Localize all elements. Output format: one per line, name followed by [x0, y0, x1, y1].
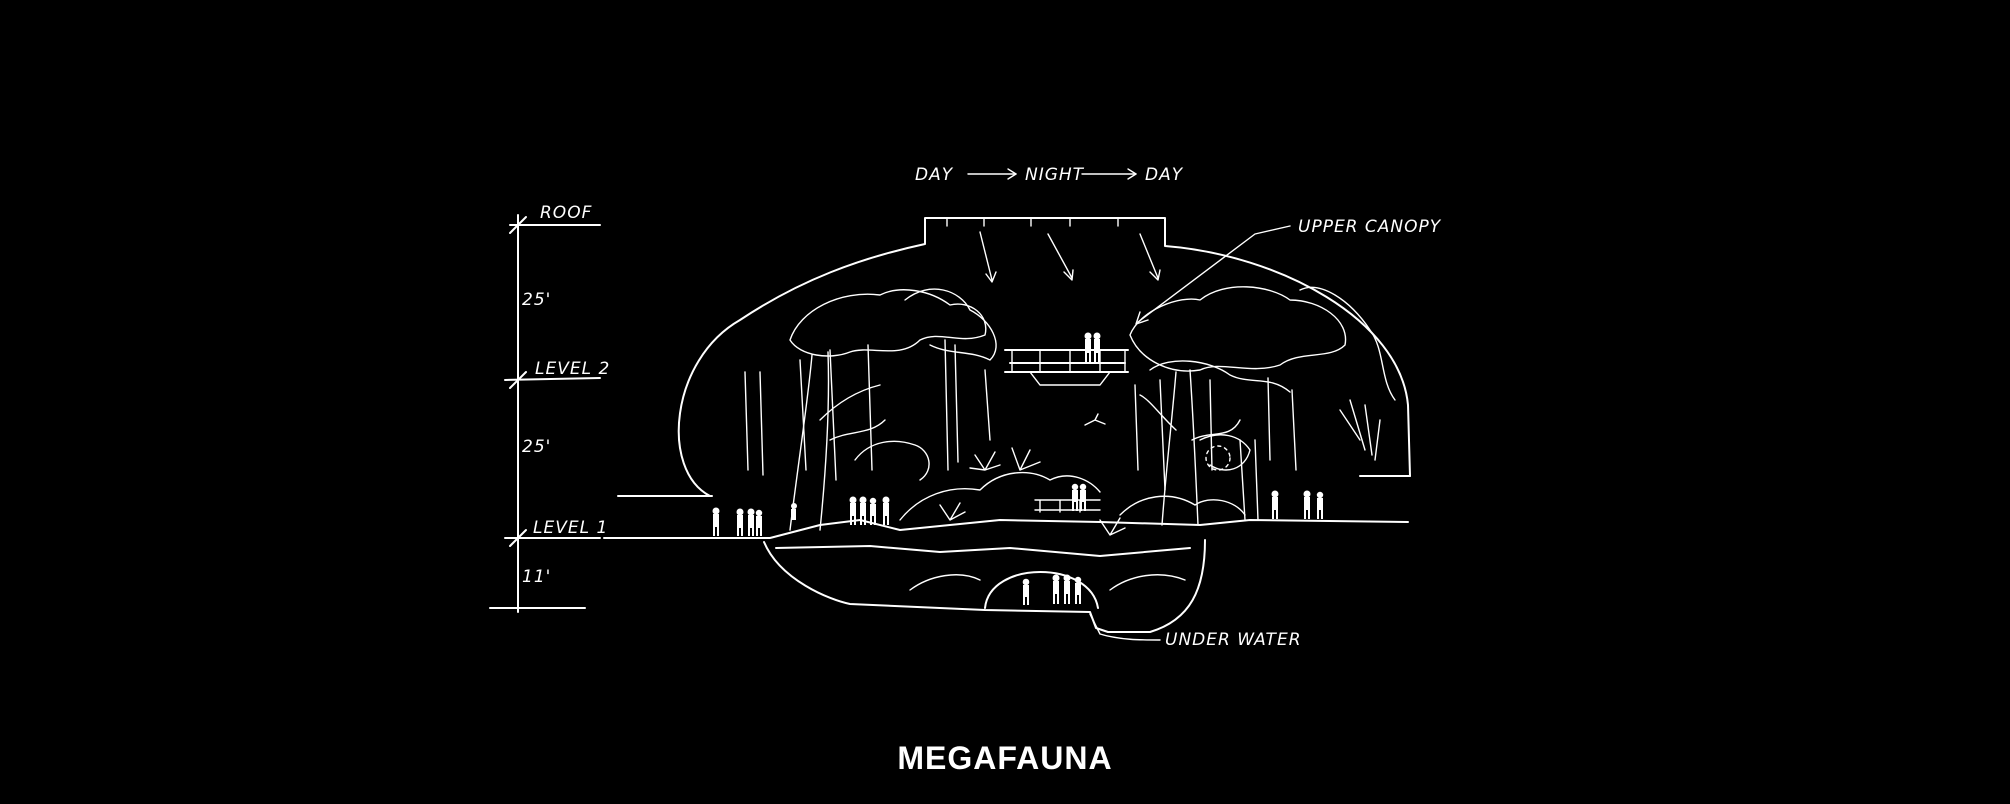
under-water-label: UNDER WATER [1165, 630, 1302, 650]
terrain [854, 399, 1381, 591]
upper-canopy-label: UPPER CANOPY [1298, 217, 1442, 237]
floor-lines [603, 475, 1411, 633]
cycle-day-end: DAY [1145, 165, 1184, 185]
level2-line [504, 377, 601, 381]
people-underwater-tunnel [1022, 574, 1082, 605]
dimension-lower: 11' [522, 567, 551, 587]
cycle-night: NIGHT [1025, 165, 1085, 185]
people-bridge [1084, 332, 1101, 362]
callout-upper-canopy: UPPER CANOPY [1135, 217, 1442, 325]
level1-bridge [1034, 483, 1101, 513]
callout-under-water: UNDER WATER [1089, 613, 1302, 650]
dome-shell [677, 217, 1411, 497]
day-night-cycle: DAY NIGHT DAY [915, 165, 1184, 185]
dimension-upper: 25' [522, 290, 551, 310]
page-title: MEGAFAUNA [897, 740, 1113, 776]
people-level1-right [1271, 490, 1324, 519]
level2-bridge [1004, 332, 1129, 386]
roof-label: ROOF [540, 203, 592, 223]
people-level1-left [712, 496, 890, 536]
level1-label: LEVEL 1 [533, 518, 608, 538]
dimension-middle: 25' [522, 437, 551, 457]
canopy-foliage [744, 286, 1396, 491]
cycle-day-start: DAY [915, 165, 954, 185]
tree-trunks [789, 351, 1259, 531]
elevation-scale: ROOF LEVEL 2 LEVEL 1 25' 25' 11' [489, 203, 610, 613]
level2-label: LEVEL 2 [535, 359, 610, 379]
